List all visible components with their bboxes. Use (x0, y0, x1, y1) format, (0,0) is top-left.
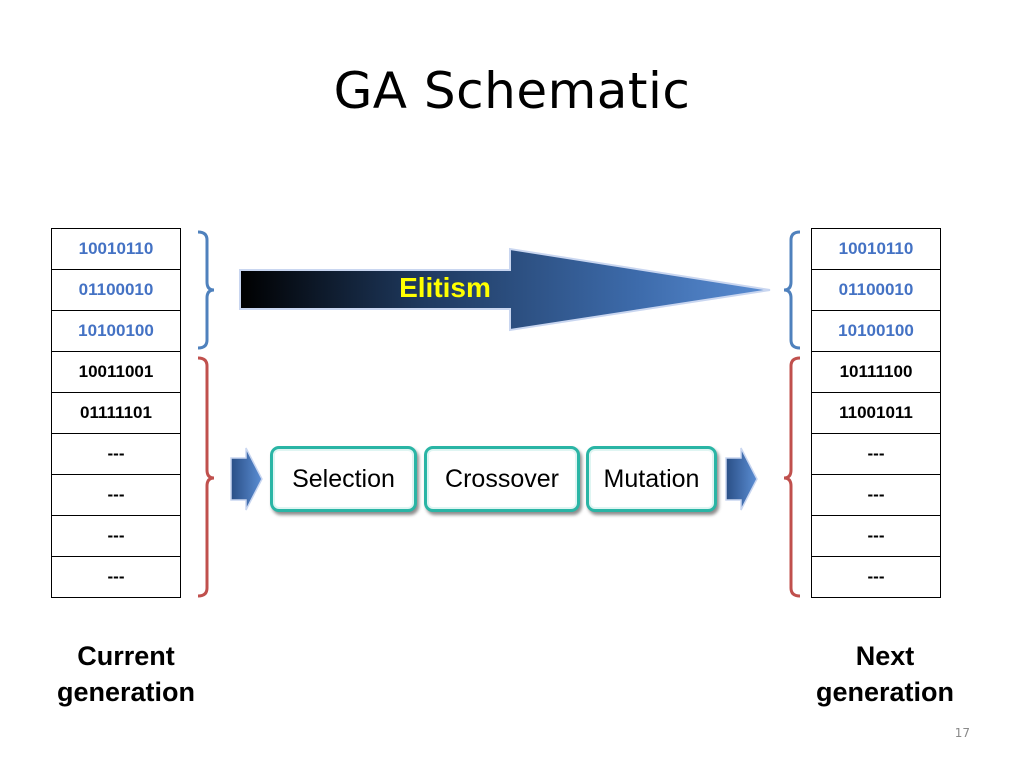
crossover-box: Crossover (424, 446, 580, 512)
current-chromosome: 01100010 (51, 269, 181, 311)
next-chromosome: --- (811, 433, 941, 475)
mutation-box: Mutation (586, 446, 717, 512)
next-chromosome: 01100010 (811, 269, 941, 311)
current-generation-label-line1: Current (77, 641, 175, 671)
current-generation-label-line2: generation (56, 677, 196, 707)
elitism-arrow (239, 247, 771, 332)
current-chromosome: --- (51, 556, 181, 598)
current-chromosome: 10011001 (51, 351, 181, 393)
operator-input-arrow (230, 447, 263, 511)
selection-box: Selection (270, 446, 417, 512)
current-rest-bracket (197, 356, 215, 598)
current-generation-label: Current generation (26, 638, 226, 710)
next-rest-bracket (783, 356, 801, 598)
next-generation-label-line1: Next (855, 641, 915, 671)
current-chromosome: 01111101 (51, 392, 181, 434)
page-number: 17 (954, 726, 970, 740)
current-elite-bracket (197, 230, 215, 350)
next-generation-table: 10010110 01100010 10100100 10111100 1100… (811, 228, 941, 598)
next-chromosome: 11001011 (811, 392, 941, 434)
next-elite-bracket (783, 230, 801, 350)
next-chromosome: 10111100 (811, 351, 941, 393)
current-chromosome: --- (51, 433, 181, 475)
next-chromosome: --- (811, 556, 941, 598)
next-generation-label-line2: generation (815, 677, 955, 707)
next-chromosome: 10010110 (811, 228, 941, 270)
current-generation-table: 10010110 01100010 10100100 10011001 0111… (51, 228, 181, 598)
current-chromosome: 10010110 (51, 228, 181, 270)
operator-output-arrow (725, 447, 758, 511)
slide-title: GA Schematic (333, 62, 691, 120)
elitism-label: Elitism (399, 272, 491, 303)
current-chromosome: 10100100 (51, 310, 181, 352)
next-generation-label: Next generation (785, 638, 985, 710)
next-chromosome: --- (811, 515, 941, 557)
next-chromosome: 10100100 (811, 310, 941, 352)
current-chromosome: --- (51, 515, 181, 557)
next-chromosome: --- (811, 474, 941, 516)
current-chromosome: --- (51, 474, 181, 516)
